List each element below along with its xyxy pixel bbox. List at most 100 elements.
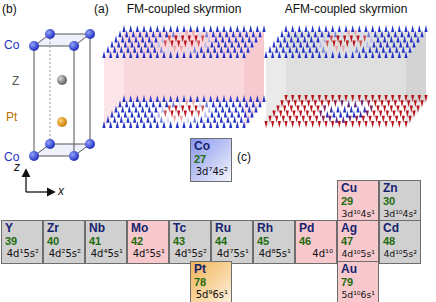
electron-configuration: 3d¹⁰4s² (383, 207, 417, 220)
spin-arrow (120, 46, 123, 53)
co-atom (45, 139, 55, 149)
spin-arrow (242, 95, 245, 102)
element-symbol: Co (194, 140, 210, 153)
element-symbol: Zr (47, 222, 59, 235)
spin-arrow (372, 41, 375, 48)
electron-configuration: 4d⁵5s² (175, 247, 207, 260)
spin-arrow (169, 51, 172, 58)
electron-configuration: 4d⁸5s¹ (259, 247, 291, 260)
atomic-number: 39 (5, 235, 17, 247)
spin-arrow (299, 111, 302, 118)
spin-arrow (424, 95, 427, 102)
spin-arrow (334, 100, 337, 107)
spin-arrow (388, 46, 391, 53)
spin-arrow (346, 41, 349, 48)
spin-arrow (324, 25, 327, 32)
spin-arrow (158, 100, 161, 107)
spin-arrow (258, 30, 261, 37)
spin-arrow (137, 41, 140, 48)
element-symbol: Ru (215, 222, 231, 235)
spin-arrow (395, 46, 398, 53)
spin-arrow (236, 121, 239, 128)
spin-arrow (246, 116, 249, 123)
spin-arrow (198, 30, 201, 37)
spin-arrow (364, 121, 367, 128)
spin-arrow (254, 105, 257, 112)
co-atom (85, 139, 95, 149)
spin-arrow (378, 51, 381, 58)
spin-arrow (110, 111, 113, 118)
spin-arrow (185, 100, 188, 107)
spin-arrow (383, 105, 386, 112)
spin-arrow (374, 100, 377, 107)
spin-arrow (172, 100, 175, 107)
spin-arrow (376, 105, 379, 112)
spin-arrow (137, 111, 140, 118)
spin-arrow (344, 121, 347, 128)
spin-arrow (225, 30, 228, 37)
spin-arrow (279, 111, 282, 118)
spin-arrow (133, 116, 136, 123)
spin-arrow (229, 25, 232, 32)
element-cell: Co273d⁷4s² (190, 138, 232, 182)
spin-arrow (177, 111, 180, 118)
spin-arrow (275, 46, 278, 53)
spin-arrow (129, 51, 132, 58)
spin-arrow (202, 95, 205, 102)
spin-arrow (378, 95, 381, 102)
plane-face (244, 32, 264, 128)
spin-arrow (176, 95, 179, 102)
spin-arrow (205, 100, 208, 107)
spin-layer (264, 25, 427, 58)
spin-arrow (249, 25, 252, 32)
spin-arrow (336, 35, 339, 42)
atomic-number: 45 (257, 235, 269, 247)
spin-arrow (237, 111, 240, 118)
element-cell: Zn303d¹⁰4s² (379, 180, 421, 224)
spin-arrow (176, 121, 179, 128)
spin-arrow (292, 41, 295, 48)
spin-arrow (193, 116, 196, 123)
spin-arrow (242, 121, 245, 128)
spin-arrow (229, 95, 232, 102)
spin-arrow (395, 116, 398, 123)
electron-configuration: 5d⁹6s¹ (196, 288, 228, 301)
spin-arrow (308, 46, 311, 53)
spin-arrow (245, 100, 248, 107)
spin-arrow (152, 100, 155, 107)
spin-arrow (351, 95, 354, 102)
spin-arrow (222, 51, 225, 58)
spin-arrow (196, 51, 199, 58)
spin-arrow (122, 25, 125, 32)
spin-arrow (364, 25, 367, 32)
spin-layer (264, 95, 427, 128)
spin-arrow (161, 35, 164, 42)
element-symbol: Ag (341, 222, 357, 235)
spin-arrow (224, 111, 227, 118)
spin-arrow (368, 116, 371, 123)
atomic-number: 43 (173, 235, 185, 247)
spin-arrow (368, 46, 371, 53)
spin-arrow (306, 41, 309, 48)
spin-arrow (182, 51, 185, 58)
spin-arrow (382, 116, 385, 123)
spin-arrow (402, 116, 405, 123)
spin-arrow (272, 111, 275, 118)
spin-arrow (396, 35, 399, 42)
atomic-number: 79 (341, 276, 353, 288)
spin-arrow (142, 95, 145, 102)
spin-arrow (359, 41, 362, 48)
spin-arrow (304, 25, 307, 32)
spin-arrow (398, 51, 401, 58)
electron-configuration: 4d²5s² (49, 247, 81, 260)
atomic-number: 40 (47, 235, 59, 247)
spin-arrow (116, 51, 119, 58)
spin-layer (102, 25, 265, 58)
spin-arrow (310, 105, 313, 112)
spin-arrow (173, 46, 176, 53)
spin-arrow (256, 95, 259, 102)
spin-arrow (290, 105, 293, 112)
spin-arrow (374, 30, 377, 37)
spin-arrow (188, 35, 191, 42)
